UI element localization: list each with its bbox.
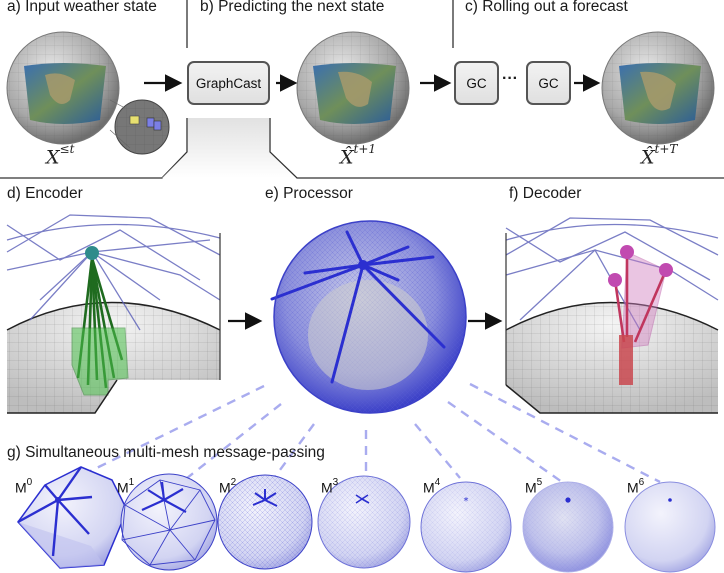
mesh-m4: *	[420, 481, 512, 573]
panel-a-title: a) Input weather state	[7, 0, 157, 15]
math-sup: ≤t	[59, 142, 75, 156]
panel-f-title: f) Decoder	[509, 185, 582, 202]
math-base: X	[46, 146, 60, 169]
mesh-m6	[624, 481, 716, 573]
mesh-label-m3: M3	[321, 477, 339, 496]
mesh-label-m4: M4	[423, 477, 441, 496]
input-state-symbol: X≤t	[46, 142, 75, 169]
forecast-symbol: X̂t+T	[641, 142, 678, 169]
mesh-m0	[17, 466, 128, 569]
section-dividers	[0, 0, 724, 179]
globe-input	[6, 31, 170, 155]
math-base: X̂	[340, 146, 354, 169]
panel-c-title: c) Rolling out a forecast	[465, 0, 628, 15]
rollout-ellipsis: ···	[502, 70, 518, 87]
math-sup: t+T	[654, 142, 678, 156]
next-state-symbol: X̂t+1	[340, 142, 377, 169]
globe-next-state	[296, 31, 410, 145]
mesh-label-m1: M1	[117, 477, 135, 496]
math-base: X̂	[641, 146, 655, 169]
gc-step-box-2: GC	[526, 61, 571, 105]
processor-illustration	[270, 220, 467, 414]
globe-forecast	[601, 31, 715, 145]
mesh-m3	[317, 475, 411, 569]
mesh-label-m5: M5	[525, 477, 543, 496]
svg-text:*: *	[464, 496, 469, 507]
mesh-m2	[217, 474, 313, 570]
gc-step-box-1: GC	[454, 61, 499, 105]
panel-d-title: d) Encoder	[7, 185, 83, 202]
panel-g-title: g) Simultaneous multi-mesh message-passi…	[7, 444, 325, 461]
mesh-label-m0: M0	[15, 477, 33, 496]
mesh-dashed-connectors	[67, 382, 661, 490]
panel-b-title: b) Predicting the next state	[200, 0, 385, 15]
mesh-label-m6: M6	[627, 477, 645, 496]
mesh-label-m2: M2	[219, 477, 237, 496]
decoder-illustration	[505, 217, 719, 414]
mesh-m1	[120, 473, 218, 571]
math-sup: t+1	[353, 142, 377, 156]
encoder-illustration	[6, 214, 221, 414]
panel-e-title: e) Processor	[265, 185, 353, 202]
graphcast-model-box: GraphCast	[187, 61, 270, 105]
mesh-m5	[522, 481, 614, 573]
